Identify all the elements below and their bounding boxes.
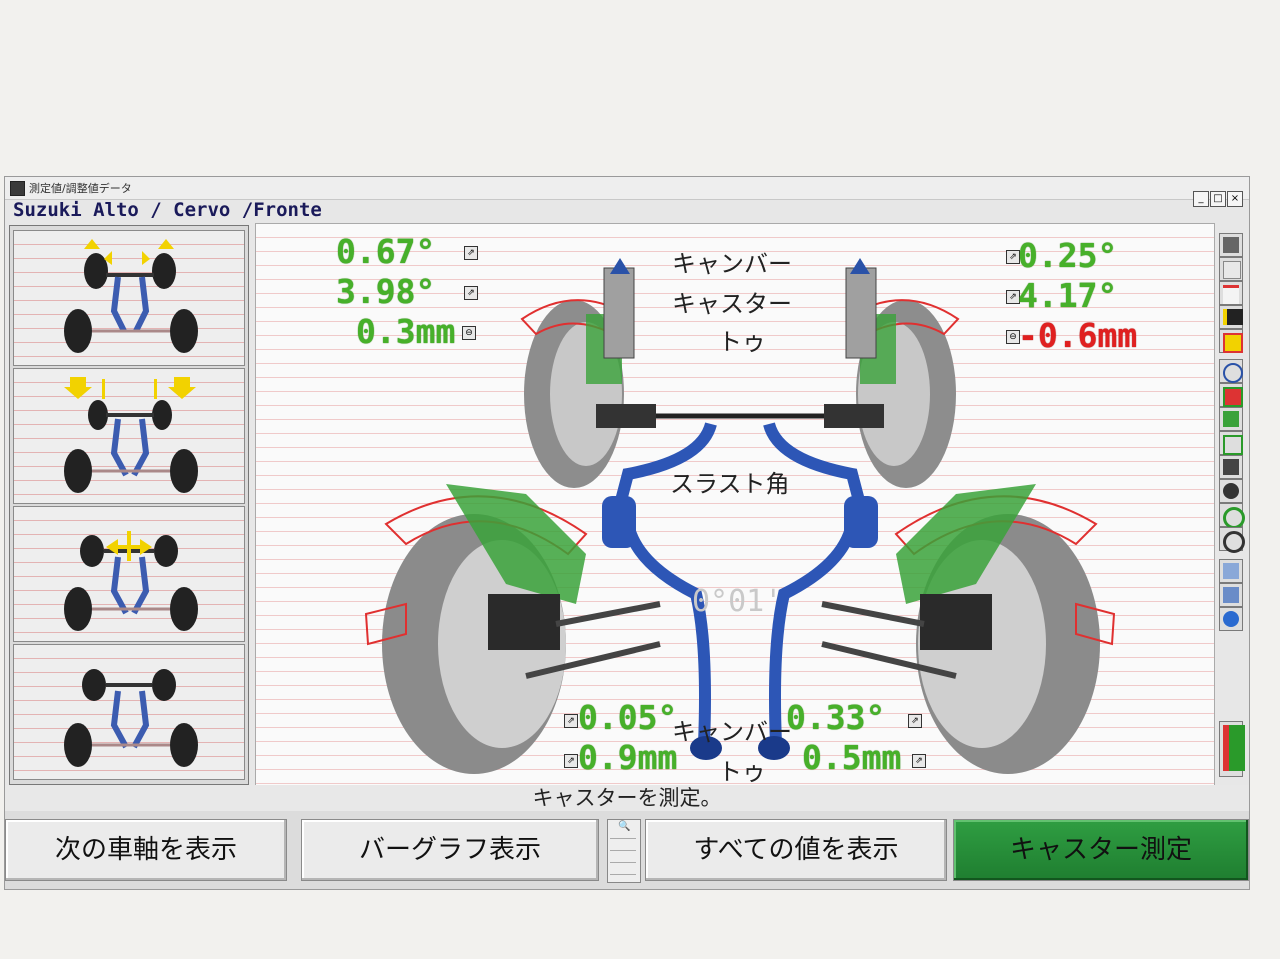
camber-icon[interactable] xyxy=(1219,329,1243,353)
front-right-toe-value: -0.6mm xyxy=(1018,316,1138,355)
spec-icon[interactable] xyxy=(1219,257,1243,281)
rear-left-toe-adjust-icon[interactable]: ⇗ xyxy=(564,754,578,768)
thrust-icon[interactable] xyxy=(1219,455,1243,479)
window-title: 測定値/調整値データ xyxy=(29,182,132,195)
rear-right-camber-adjust-icon[interactable]: ⇗ xyxy=(908,714,922,728)
print-icon[interactable] xyxy=(1219,559,1243,583)
bottom-button-bar: 次の車軸を表示 バーグラフ表示 🔍 すべての値を表示 キャスター測定 xyxy=(5,811,1249,889)
suspension-illustration xyxy=(256,224,1214,786)
zoom-panel[interactable]: 🔍 xyxy=(607,819,641,883)
rear-left-camber-adjust-icon[interactable]: ⇗ xyxy=(564,714,578,728)
front-right-toe-steering-icon[interactable]: ⊖ xyxy=(1006,330,1020,344)
front-right-caster-value: 4.17° xyxy=(1018,276,1118,315)
rear-toe-label: トゥ xyxy=(718,758,766,786)
front-left-camber-value: 0.67° xyxy=(336,232,436,271)
right-toolbar xyxy=(1219,233,1245,789)
car-chassis-icon xyxy=(64,535,198,631)
rear-axle-view[interactable] xyxy=(13,644,245,780)
bar-graph-button[interactable]: バーグラフ表示 xyxy=(301,819,599,881)
status-message: キャスターを測定。 xyxy=(5,785,1249,811)
updown-arrows-icon xyxy=(64,377,196,399)
front-left-wheel xyxy=(520,258,656,488)
wrench-icon[interactable] xyxy=(1219,305,1243,329)
view-selector-panel xyxy=(9,225,249,785)
front-right-wheel xyxy=(824,258,960,488)
front-left-camber-adjust-icon[interactable]: ⇗ xyxy=(464,246,478,260)
rim-icon[interactable] xyxy=(1219,527,1245,553)
measurement-window: 測定値/調整値データ Suzuki Alto / Cervo /Fronte _… xyxy=(4,176,1250,890)
lift-icon[interactable] xyxy=(1219,721,1245,777)
front-left-toe-value: 0.3mm xyxy=(356,312,456,351)
rear-right-wheel xyxy=(821,484,1116,774)
front-right-camber-adjust-icon[interactable]: ⇗ xyxy=(1006,250,1020,264)
thrust-angle-label: スラスト角 xyxy=(670,470,790,498)
thrust-angle-value: 0°01' xyxy=(692,584,783,619)
toe-view[interactable] xyxy=(13,506,245,642)
window-controls: _ □ × xyxy=(1193,191,1243,207)
car-chassis-icon xyxy=(64,253,198,353)
rear-right-camber-value: 0.33° xyxy=(786,698,886,737)
rear-left-toe-value: 0.9mm xyxy=(578,738,678,777)
rear-right-toe-value: 0.5mm xyxy=(802,738,902,777)
rear-left-camber-value: 0.05° xyxy=(578,698,678,737)
front-left-toe-steering-icon[interactable]: ⊖ xyxy=(462,326,476,340)
setback-icon[interactable] xyxy=(1219,503,1245,529)
caster-label: キャスター xyxy=(672,290,792,318)
app-icon xyxy=(10,181,25,196)
front-left-caster-adjust-icon[interactable]: ⇗ xyxy=(464,286,478,300)
camber-label: キャンバー xyxy=(672,250,792,278)
toe-arrows-icon xyxy=(106,531,152,561)
vehicle-name: Suzuki Alto / Cervo /Fronte xyxy=(13,199,322,221)
exhaust-pipe xyxy=(602,422,878,760)
toe-icon[interactable] xyxy=(1219,383,1243,407)
adjust-icon[interactable] xyxy=(1219,431,1243,455)
front-left-caster-value: 3.98° xyxy=(336,272,436,311)
next-axle-button[interactable]: 次の車軸を表示 xyxy=(5,819,287,881)
title-bar: 測定値/調整値データ xyxy=(5,177,1249,200)
value-icon[interactable] xyxy=(1219,281,1243,305)
minimize-button[interactable]: _ xyxy=(1193,191,1209,207)
front-right-camber-value: 0.25° xyxy=(1018,236,1118,275)
car-chassis-icon xyxy=(64,669,198,767)
wheel-icon[interactable] xyxy=(1219,479,1243,503)
vertical-movement-view[interactable] xyxy=(13,368,245,504)
caster-icon[interactable] xyxy=(1219,359,1243,383)
axle-icon[interactable] xyxy=(1219,407,1243,431)
camber-caster-view[interactable] xyxy=(13,230,245,366)
close-button[interactable]: × xyxy=(1227,191,1243,207)
globe-icon[interactable] xyxy=(1219,607,1243,631)
save-icon[interactable] xyxy=(1219,583,1243,607)
maximize-button[interactable]: □ xyxy=(1210,191,1226,207)
toe-label: トゥ xyxy=(718,328,766,356)
alignment-graphic-area: 0.67° ⇗ 3.98° ⇗ 0.3mm ⊖ キャンバー キャスター トゥ ス… xyxy=(255,223,1215,787)
show-all-values-button[interactable]: すべての値を表示 xyxy=(645,819,947,881)
measure-caster-button[interactable]: キャスター測定 xyxy=(953,819,1249,881)
car-chassis-icon xyxy=(64,400,198,493)
magnifier-icon[interactable]: 🔍 xyxy=(618,821,631,832)
camber-arrows-icon xyxy=(84,239,174,265)
rear-left-wheel xyxy=(364,484,661,774)
rear-camber-label: キャンバー xyxy=(672,718,792,746)
rear-right-toe-adjust-icon[interactable]: ⇗ xyxy=(912,754,926,768)
vehicle-icon[interactable] xyxy=(1219,233,1243,257)
front-right-caster-adjust-icon[interactable]: ⇗ xyxy=(1006,290,1020,304)
